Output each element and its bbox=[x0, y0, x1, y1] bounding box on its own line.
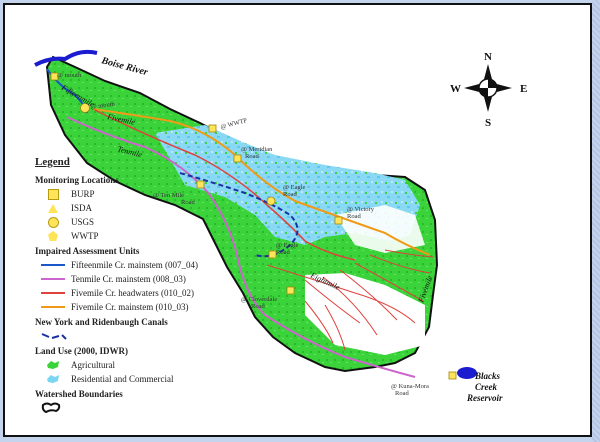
legend-landuse-title: Land Use (2000, IDWR) bbox=[35, 346, 129, 356]
line-swatch-icon bbox=[41, 306, 65, 308]
road-kuna-mora-2: Road bbox=[395, 390, 409, 397]
station-mouth-2 bbox=[80, 103, 90, 113]
tenmile-line bbox=[66, 116, 416, 378]
legend-burp: BURP bbox=[35, 187, 265, 201]
road-cloverdale-1: @ Cloverdale bbox=[241, 296, 277, 303]
road-wwtp: @ WWTP bbox=[220, 117, 249, 131]
legend-isda: ISDA bbox=[35, 201, 265, 215]
station-wwtp bbox=[208, 124, 217, 133]
fivemile-headwaters-lines bbox=[266, 249, 434, 351]
road-victory-1: @ Victory bbox=[347, 206, 375, 213]
road-ten-mile-2: Road bbox=[181, 199, 195, 206]
legend-boundary-title: Watershed Boundaries bbox=[35, 389, 123, 399]
map-frame: Boise River Fifteenmile Fivemile Tenmile… bbox=[3, 3, 592, 437]
boise-river-label: Boise River bbox=[99, 55, 149, 78]
legend-fivemile-head: Fivemile Cr. headwaters (010_02) bbox=[35, 286, 265, 300]
legend-impaired-title: Impaired Assessment Units bbox=[35, 246, 140, 256]
map-legend: Legend Monitoring Locations BURP ISDA US… bbox=[35, 155, 265, 415]
square-icon bbox=[47, 188, 59, 200]
monitoring-stations bbox=[50, 72, 457, 380]
compass-rose: N S E W bbox=[450, 51, 527, 129]
line-swatch-icon bbox=[41, 264, 65, 266]
blacks-creek-label-1: Blacks bbox=[474, 371, 500, 381]
legend-fifteenmile: Fifteenmile Cr. mainstem (007_04) bbox=[35, 258, 265, 272]
station-eagle bbox=[266, 196, 276, 206]
legend-monitoring-title: Monitoring Locations bbox=[35, 175, 119, 185]
agricultural-swatch-icon bbox=[47, 361, 59, 369]
compass-n: N bbox=[484, 51, 492, 63]
pentagon-icon bbox=[48, 231, 58, 241]
road-eagle-1: @ Eagle bbox=[283, 184, 306, 191]
blacks-creek-label-3: Reservoir bbox=[466, 393, 503, 403]
canal-dash-icon bbox=[41, 333, 67, 340]
legend-canal-symbol bbox=[35, 329, 265, 343]
circle-icon bbox=[47, 216, 59, 228]
residential-swatch-icon bbox=[47, 375, 59, 383]
legend-canals-title: New York and Ridenbaugh Canals bbox=[35, 317, 168, 327]
road-kuna-mora-1: @ Kuna-Mora bbox=[391, 383, 429, 390]
road-eagle-2: Road bbox=[283, 191, 297, 198]
blacks-creek-label-2: Creek bbox=[475, 382, 497, 392]
boundary-outline-icon bbox=[41, 402, 61, 414]
road-mouth-2: @ mouth bbox=[90, 101, 116, 111]
legend-agricultural: Agricultural bbox=[35, 358, 265, 372]
blacks-creek-reservoir bbox=[457, 367, 477, 379]
legend-title: Legend bbox=[35, 156, 70, 168]
road-eagle2-1: @ Eagle bbox=[276, 242, 299, 249]
station-cloverdale bbox=[286, 286, 295, 295]
station-ten-mile bbox=[196, 180, 205, 189]
station-eagle-2 bbox=[268, 250, 277, 259]
legend-boundary-symbol bbox=[35, 401, 265, 415]
line-swatch-icon bbox=[41, 292, 65, 294]
triangle-icon bbox=[48, 203, 58, 213]
road-meridian-2: Road bbox=[245, 153, 259, 160]
road-meridian-1: @ Meridian bbox=[241, 146, 273, 153]
legend-tenmile: Tenmile Cr. mainstem (008_03) bbox=[35, 272, 265, 286]
legend-fivemile-main: Fivemile Cr. mainstem (010_03) bbox=[35, 300, 265, 314]
legend-wwtp: WWTP bbox=[35, 229, 265, 243]
compass-s: S bbox=[485, 117, 491, 129]
road-eagle2-2: Road bbox=[276, 249, 290, 256]
legend-usgs: USGS bbox=[35, 215, 265, 229]
station-mouth-1 bbox=[50, 72, 59, 81]
compass-e: E bbox=[520, 83, 527, 95]
road-mouth-1: @ mouth bbox=[57, 72, 82, 79]
station-kuna-mora bbox=[448, 371, 457, 380]
road-cloverdale-2: Road bbox=[251, 303, 265, 310]
boise-river bbox=[34, 49, 98, 67]
line-swatch-icon bbox=[41, 278, 65, 280]
compass-w: W bbox=[450, 83, 461, 95]
fivemile-mainstem-line bbox=[92, 108, 431, 256]
legend-residential: Residential and Commercial bbox=[35, 372, 265, 386]
road-ten-mile-1: @ Ten Mile bbox=[153, 192, 184, 199]
watershed-map: Boise River Fifteenmile Fivemile Tenmile… bbox=[34, 49, 527, 403]
background-strip bbox=[592, 0, 600, 442]
road-victory-2: Road bbox=[347, 213, 361, 220]
station-victory bbox=[334, 216, 343, 225]
station-meridian bbox=[233, 154, 242, 163]
canal-line bbox=[179, 172, 299, 258]
